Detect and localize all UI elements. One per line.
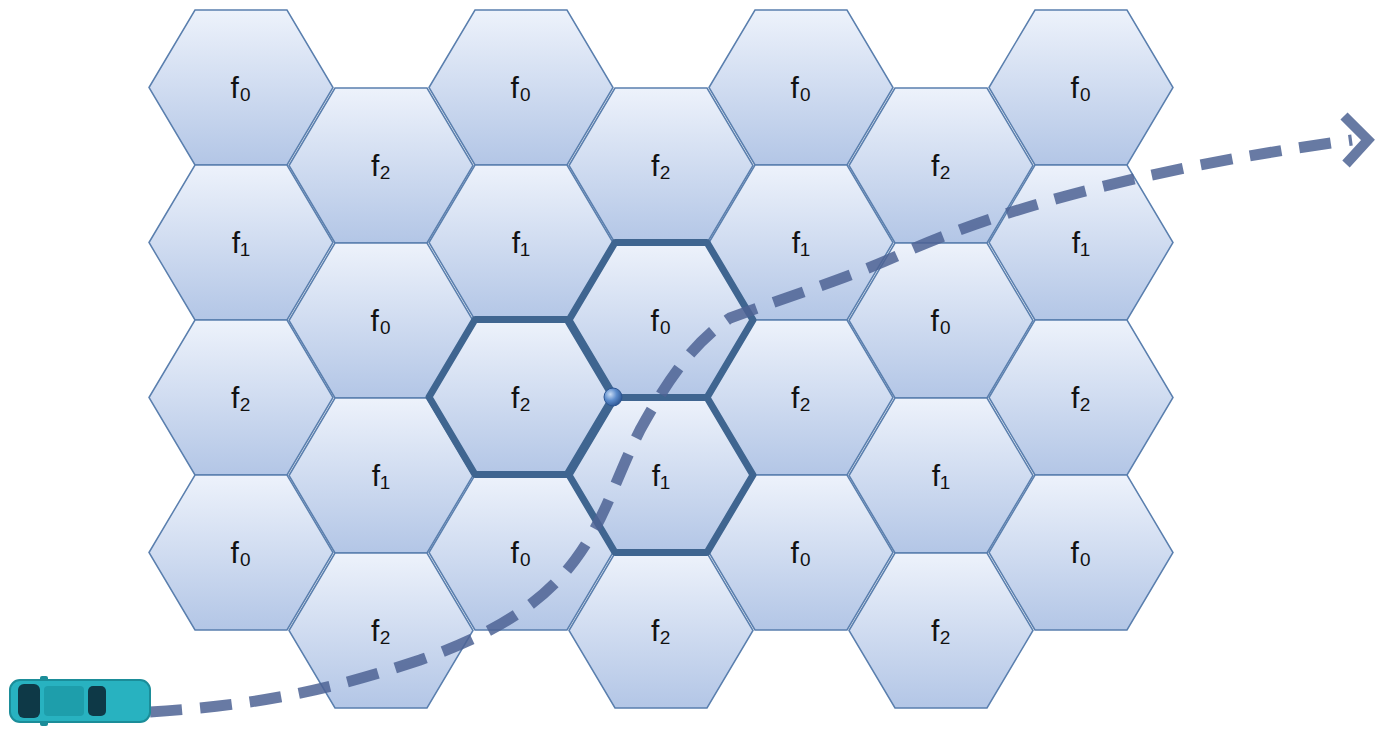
car-rear-window <box>88 686 106 716</box>
frequency-label: f₁ <box>932 459 950 492</box>
frequency-label: f₁ <box>512 226 530 259</box>
car-body <box>10 680 150 722</box>
route-dashed-line <box>150 140 1352 712</box>
car-route <box>150 116 1368 712</box>
car-mirror <box>40 721 48 726</box>
frequency-label: f₀ <box>511 536 532 569</box>
hex-shape <box>569 553 753 708</box>
cluster-outline <box>429 243 753 553</box>
frequency-label: f₀ <box>651 304 672 337</box>
frequency-label: f₁ <box>232 226 250 259</box>
frequency-label: f₁ <box>652 459 670 492</box>
cell-hex: f₂ <box>569 553 753 708</box>
frequency-label: f₂ <box>791 381 811 414</box>
frequency-label: f₀ <box>931 304 952 337</box>
frequency-label: f₂ <box>931 149 951 182</box>
frequency-label: f₀ <box>231 71 252 104</box>
frequency-label: f₂ <box>371 614 391 647</box>
frequency-label: f₀ <box>791 536 812 569</box>
car-icon <box>10 676 150 726</box>
frequency-label: f₂ <box>511 381 531 414</box>
car-roof <box>44 686 84 716</box>
base-station-dot <box>604 388 622 406</box>
frequency-label: f₀ <box>1071 536 1092 569</box>
frequency-label: f₁ <box>792 226 810 259</box>
frequency-label: f₀ <box>511 71 532 104</box>
frequency-label: f₂ <box>1071 381 1091 414</box>
frequency-label: f₀ <box>371 304 392 337</box>
frequency-label: f₂ <box>651 614 671 647</box>
frequency-label: f₂ <box>931 614 951 647</box>
frequency-label: f₁ <box>372 459 390 492</box>
cluster-hex <box>569 243 753 398</box>
car-windshield <box>18 684 40 718</box>
frequency-label: f₂ <box>371 149 391 182</box>
route-arrowhead <box>1344 116 1368 164</box>
cell-hex: f₂ <box>849 553 1033 708</box>
frequency-label: f₂ <box>231 381 251 414</box>
frequency-label: f₀ <box>791 71 812 104</box>
car-mirror <box>40 676 48 681</box>
hex-shape <box>849 553 1033 708</box>
frequency-label: f₂ <box>651 149 671 182</box>
frequency-label: f₀ <box>231 536 252 569</box>
frequency-label: f₁ <box>1072 226 1090 259</box>
frequency-label: f₀ <box>1071 71 1092 104</box>
